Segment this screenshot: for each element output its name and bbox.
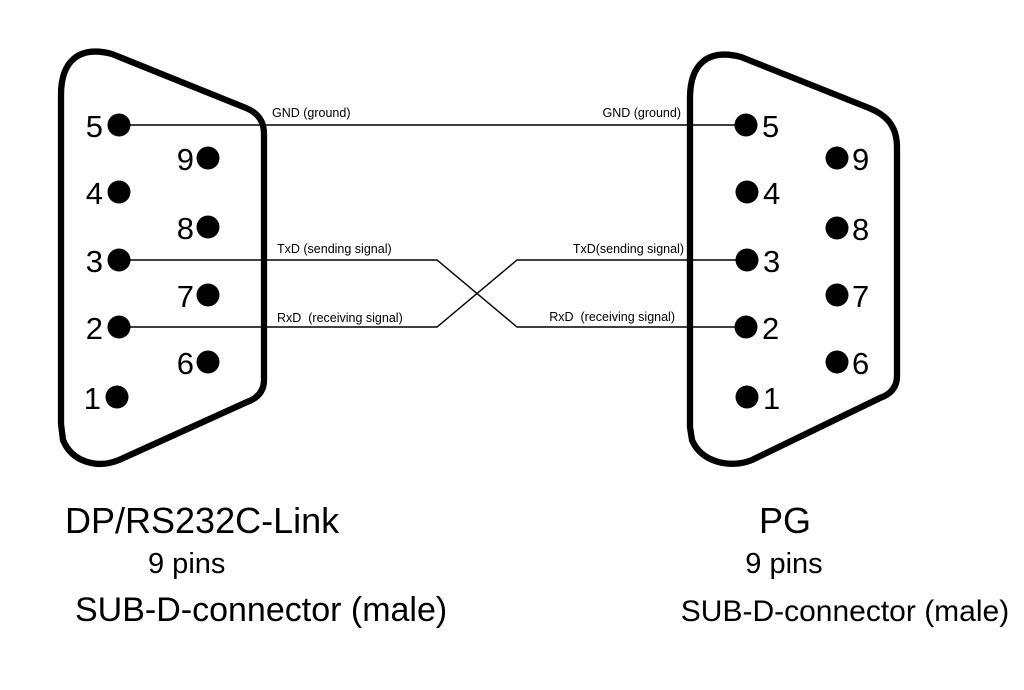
left-pin-9-label: 9 [177,142,194,177]
left-pin-2-dot [107,315,131,339]
left-pin-7-label: 7 [177,279,194,314]
gnd-right-label: GND (ground) [603,106,682,120]
left-pin-6-dot [196,350,220,374]
left-pin-5-label: 5 [86,109,103,144]
rxd-right-label: RxD (receiving signal) [549,310,675,324]
right-pin-6-dot [825,350,849,374]
left-connector: 5 9 4 8 3 7 2 6 1 [84,109,220,416]
right-connector-title: PG [759,500,811,541]
rxd-left-label: RxD (receiving signal) [277,311,403,325]
left-pin-7-dot [196,283,220,307]
right-pin-9-dot [825,146,849,170]
left-connector-title: DP/RS232C-Link [65,500,340,541]
wire-set: GND (ground) GND (ground) TxD (sending s… [119,106,747,328]
right-pin-4-dot [735,180,759,204]
right-pin-8-label: 8 [852,212,869,247]
left-pin-2-label: 2 [86,311,103,346]
right-pin-7-dot [825,283,849,307]
right-pin-3-label: 3 [763,244,780,279]
left-pin-5-dot [107,113,131,137]
right-pin-5-label: 5 [762,109,779,144]
right-pin-9-label: 9 [852,142,869,177]
right-pin-1-label: 1 [763,381,780,416]
right-connector-type: SUB-D-connector (male) [681,595,1009,628]
right-pin-2-dot [734,315,758,339]
left-pin-1-dot [105,385,129,409]
right-pin-1-dot [735,385,759,409]
right-connector-shell [686,51,901,467]
left-pin-6-label: 6 [177,346,194,381]
right-pin-7-label: 7 [852,279,869,314]
right-pin-5-dot [734,113,758,137]
left-pin-8-label: 8 [177,211,194,246]
left-connector-type: SUB-D-connector (male) [75,591,447,629]
right-connector-pin-count: 9 pins [745,548,822,580]
left-pin-4-dot [107,180,131,204]
gnd-left-label: GND (ground) [272,106,351,120]
left-pin-3-label: 3 [86,244,103,279]
left-pin-8-dot [196,215,220,239]
left-connector-pin-count: 9 pins [148,548,225,580]
txd-right-label: TxD(sending signal) [573,242,684,256]
rxd-wire [119,259,747,328]
right-pin-6-label: 6 [852,346,869,381]
left-pin-1-label: 1 [84,381,101,416]
captions: DP/RS232C-Link 9 pins SUB-D-connector (m… [65,500,1009,629]
left-pin-4-label: 4 [86,176,103,211]
right-pin-4-label: 4 [763,176,780,211]
left-pin-3-dot [107,248,131,272]
left-pin-9-dot [196,146,220,170]
txd-left-label: TxD (sending signal) [277,242,392,256]
right-pin-8-dot [825,216,849,240]
right-pin-3-dot [735,248,759,272]
right-pin-2-label: 2 [762,311,779,346]
right-connector: 5 9 4 8 3 7 2 6 1 [734,109,869,416]
